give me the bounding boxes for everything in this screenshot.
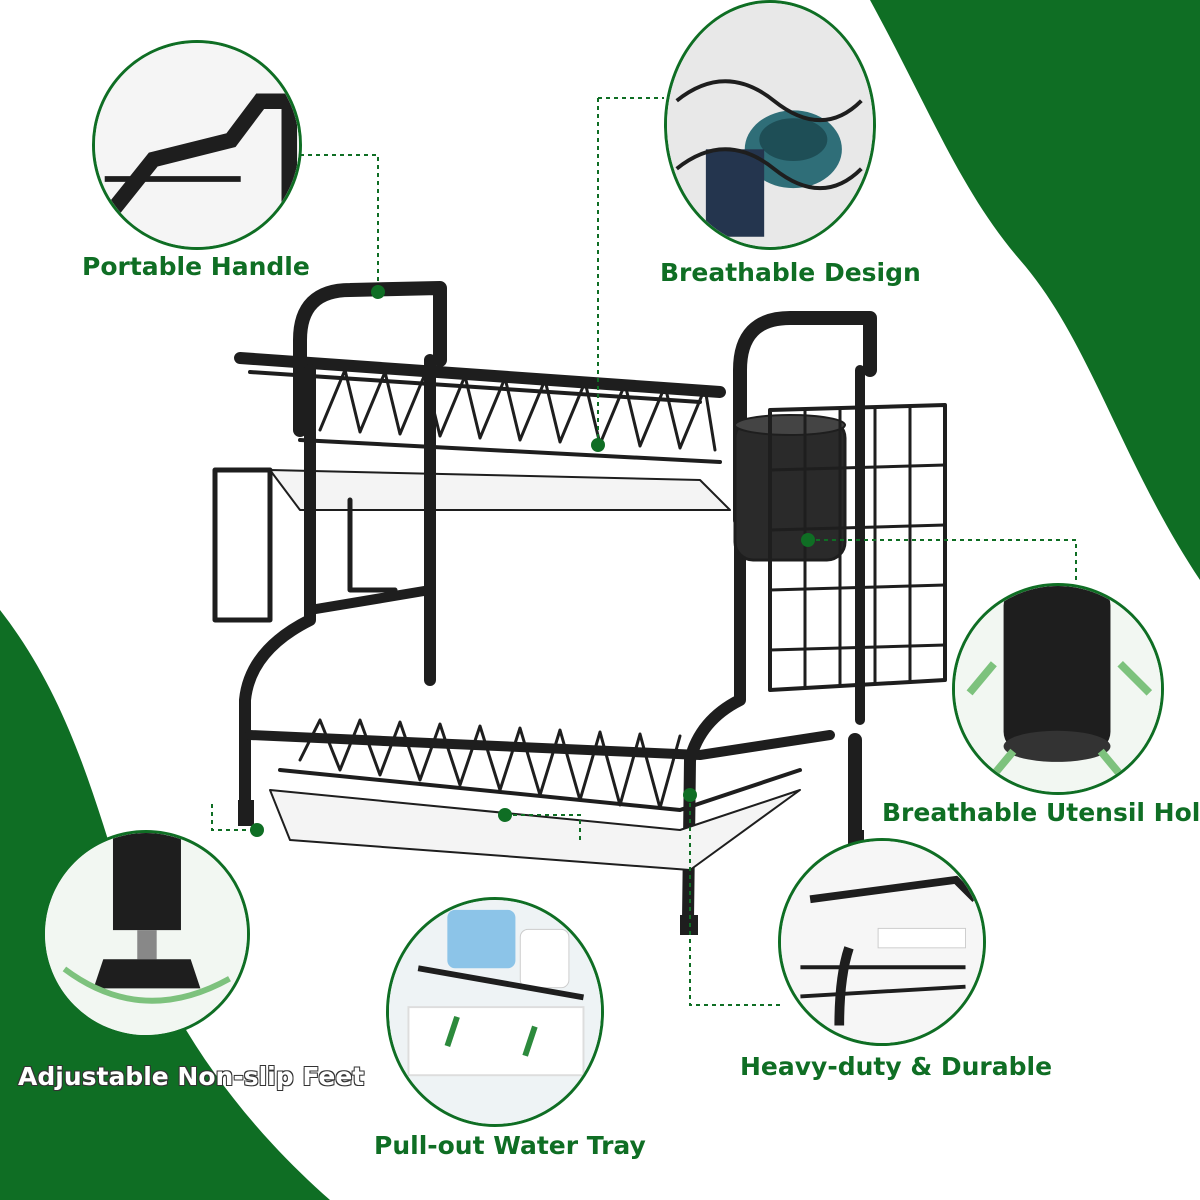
feature-label-heavy-duty-durable: Heavy-duty & Durable: [740, 1052, 1053, 1081]
feature-label-adjustable-non-slip-feet: Adjustable Non-slip Feet: [18, 1062, 365, 1091]
cups-closeup-image: [664, 0, 876, 250]
bottom-rack: [245, 730, 835, 760]
left-frame: [239, 364, 316, 806]
foot-closeup-image: [42, 830, 250, 1038]
handle-closeup-image: [92, 40, 302, 250]
utensil-cup: [733, 418, 847, 562]
bottom-left-wave: [0, 610, 330, 1200]
feature-label-pull-out-water-tray: Pull-out Water Tray: [374, 1131, 646, 1160]
bottom-tray: [269, 789, 801, 871]
feature-label-portable-handle: Portable Handle: [82, 252, 310, 281]
top-tray: [269, 469, 731, 511]
bottom-rack-wires: [298, 718, 682, 810]
feature-label-breathable-utensil-holder: Breathable Utensil Holde: [882, 798, 1200, 827]
right-handle: [733, 311, 877, 527]
utensil-holder-closeup-image: [952, 583, 1164, 795]
foot-left: [238, 800, 254, 826]
foot-right: [680, 915, 698, 935]
side-cage: [768, 403, 947, 692]
frame-closeup-image: [778, 838, 986, 1046]
side-hook: [212, 467, 273, 623]
top-right-wave: [870, 0, 1200, 580]
feature-label-breathable-design: Breathable Design: [660, 258, 921, 287]
tray-closeup-image: [386, 897, 604, 1127]
